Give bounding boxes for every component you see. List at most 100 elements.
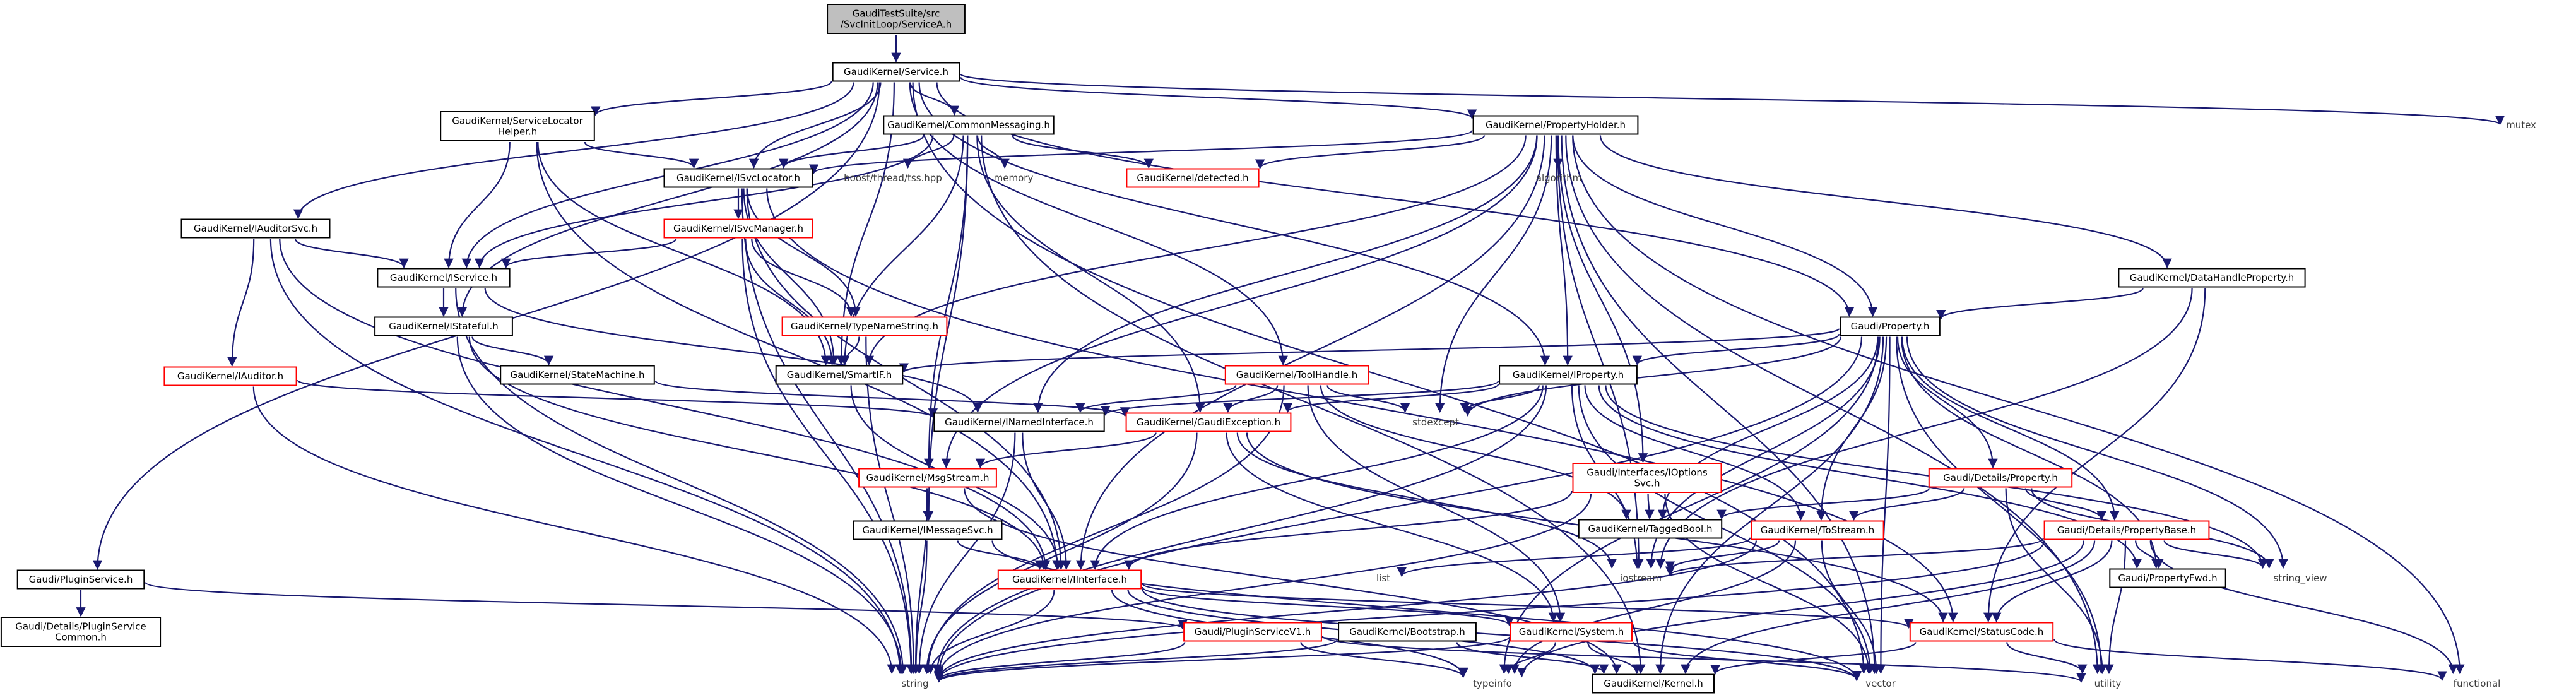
node-smartIF[interactable]: GaudiKernel/SmartIF.h (775, 365, 904, 385)
node-box-gaudiException[interactable] (1125, 412, 1292, 432)
edge-detailsProperty-to-taggedBool (1716, 487, 1930, 520)
node-service[interactable]: GaudiKernel/Service.h (832, 62, 960, 82)
node-box-bootstrap[interactable] (1338, 622, 1477, 642)
node-box-ijobOptionsSvc[interactable] (1572, 463, 1722, 493)
node-iproperty[interactable]: GaudiKernel/IProperty.h (1499, 365, 1638, 385)
node-box-istateful[interactable] (374, 316, 513, 336)
node-iauditor[interactable]: GaudiKernel/IAuditor.h (163, 366, 297, 386)
node-detailsProperty[interactable]: Gaudi/Details/Property.h (1928, 468, 2073, 488)
node-box-isvcLocator[interactable] (663, 168, 813, 188)
node-box-propertyBase[interactable] (2043, 520, 2210, 540)
edge-propertyHolder-to-isvcLocator (809, 129, 1473, 174)
node-box-service[interactable] (832, 62, 960, 82)
node-istateful[interactable]: GaudiKernel/IStateful.h (374, 316, 513, 336)
node-box-pluginServiceCommon[interactable] (0, 617, 162, 647)
node-iservice[interactable]: GaudiKernel/IService.h (377, 268, 511, 288)
node-label-serviceLocatorHelper-1: Helper.h (498, 126, 538, 138)
edge-toStream-to-string (934, 540, 1757, 681)
node-box-toolHandle[interactable] (1224, 365, 1369, 385)
node-box-system[interactable] (1510, 622, 1633, 642)
edge-propertyBase-to-statusCode (1991, 540, 2113, 623)
node-box-imessageSvc[interactable] (853, 520, 1003, 540)
edge-gaudiException-to-iostream (1236, 432, 1617, 569)
node-box-statusCode[interactable] (1909, 622, 2054, 642)
node-gaudiException[interactable]: GaudiKernel/GaudiException.h (1125, 412, 1292, 432)
edge-typeNameString-to-smartIF (839, 336, 860, 366)
node-box-stateMachine[interactable] (500, 365, 655, 385)
node-box-property[interactable] (1840, 316, 1941, 336)
node-system[interactable]: GaudiKernel/System.h (1510, 622, 1633, 642)
node-bootstrap[interactable]: GaudiKernel/Bootstrap.h (1338, 622, 1477, 642)
node-inamedInterface[interactable]: GaudiKernel/INamedInterface.h (933, 412, 1105, 432)
node-label-detailsProperty-0: Gaudi/Details/Property.h (1943, 472, 2058, 483)
node-box-inamedInterface[interactable] (933, 412, 1105, 432)
node-box-commonMessaging[interactable] (883, 115, 1055, 135)
node-box-taggedBool[interactable] (1578, 519, 1723, 539)
node-box-propertyFwd[interactable] (2109, 568, 2226, 588)
node-label-inamedInterface-0: GaudiKernel/INamedInterface.h (945, 417, 1094, 428)
node-kernel[interactable]: GaudiKernel/Kernel.h (1592, 673, 1715, 694)
node-label-boostTss-0: boost/thread/tss.hpp (844, 172, 942, 184)
node-propertyHolder[interactable]: GaudiKernel/PropertyHolder.h (1472, 115, 1639, 135)
node-box-serviceLocatorHelper[interactable] (440, 111, 595, 141)
node-isvcLocator[interactable]: GaudiKernel/ISvcLocator.h (663, 168, 813, 188)
node-box-dataHandleProperty[interactable] (2118, 268, 2306, 288)
node-box-iauditor[interactable] (163, 366, 297, 386)
edge-isvcLocator-to-string (741, 188, 916, 675)
node-stateMachine[interactable]: GaudiKernel/StateMachine.h (500, 365, 655, 385)
node-toStream[interactable]: GaudiKernel/ToStream.h (1751, 520, 1884, 540)
node-msgStream[interactable]: GaudiKernel/MsgStream.h (858, 468, 997, 488)
node-box-kernel[interactable] (1592, 673, 1715, 694)
node-box-root[interactable] (827, 4, 966, 34)
node-commonMessaging[interactable]: GaudiKernel/CommonMessaging.h (883, 115, 1055, 135)
node-box-detailsProperty[interactable] (1928, 468, 2073, 488)
node-label-msgStream-0: GaudiKernel/MsgStream.h (866, 472, 989, 483)
edge-iproperty-to-inamedInterface (1101, 380, 1499, 416)
edge-dataHandleProperty-to-statusCode (1983, 288, 2206, 623)
node-property[interactable]: Gaudi/Property.h (1840, 316, 1941, 336)
node-box-iinterface[interactable] (997, 569, 1142, 590)
node-box-iauditorSvc[interactable] (180, 218, 331, 239)
node-label-vector-0: vector (1865, 678, 1896, 689)
node-imessageSvc[interactable]: GaudiKernel/IMessageSvc.h (853, 520, 1003, 540)
node-pluginService[interactable]: Gaudi/PluginService.h (16, 569, 145, 590)
node-iinterface[interactable]: GaudiKernel/IInterface.h (997, 569, 1142, 590)
node-box-propertyHolder[interactable] (1472, 115, 1639, 135)
node-detected[interactable]: GaudiKernel/detected.h (1126, 168, 1260, 188)
node-toolHandle[interactable]: GaudiKernel/ToolHandle.h (1224, 365, 1369, 385)
node-propertyFwd[interactable]: Gaudi/PropertyFwd.h (2109, 568, 2226, 588)
node-box-toStream[interactable] (1751, 520, 1884, 540)
node-box-msgStream[interactable] (858, 468, 997, 488)
node-box-isvcManager[interactable] (663, 218, 813, 239)
node-taggedBool[interactable]: GaudiKernel/TaggedBool.h (1578, 519, 1723, 539)
node-box-iservice[interactable] (377, 268, 511, 288)
edge-statusCode-to-functional (2053, 639, 2447, 681)
node-label-pluginService-0: Gaudi/PluginService.h (29, 574, 133, 585)
node-vector: vector (1865, 678, 1896, 689)
node-propertyBase[interactable]: Gaudi/Details/PropertyBase.h (2043, 520, 2210, 540)
edge-iauditor-to-inamedInterface (297, 379, 938, 418)
node-box-pluginServiceV1[interactable] (1183, 622, 1322, 642)
node-label-propertyBase-0: Gaudi/Details/PropertyBase.h (2057, 525, 2196, 536)
node-label-string-0: string (901, 678, 928, 689)
node-box-smartIF[interactable] (775, 365, 904, 385)
node-label-propertyHolder-0: GaudiKernel/PropertyHolder.h (1486, 119, 1626, 131)
edge-isvcManager-to-string (741, 239, 916, 675)
node-dataHandleProperty[interactable]: GaudiKernel/DataHandleProperty.h (2118, 268, 2306, 288)
node-iauditorSvc[interactable]: GaudiKernel/IAuditorSvc.h (180, 218, 331, 239)
node-statusCode[interactable]: GaudiKernel/StatusCode.h (1909, 622, 2054, 642)
node-box-typeNameString[interactable] (781, 316, 948, 336)
node-box-detected[interactable] (1126, 168, 1260, 188)
edge-iservice-to-inamedInterface (484, 288, 983, 413)
node-pluginServiceV1[interactable]: Gaudi/PluginServiceV1.h (1183, 622, 1322, 642)
node-box-iproperty[interactable] (1499, 365, 1638, 385)
node-box-pluginService[interactable] (16, 569, 145, 590)
node-root[interactable]: GaudiTestSuite/src/SvcInitLoop/ServiceA.… (827, 4, 966, 34)
edge-gaudiException-to-string (921, 432, 1198, 675)
node-typeNameString[interactable]: GaudiKernel/TypeNameString.h (781, 316, 948, 336)
node-isvcManager[interactable]: GaudiKernel/ISvcManager.h (663, 218, 813, 239)
node-iostream: iostream (1620, 572, 1662, 584)
